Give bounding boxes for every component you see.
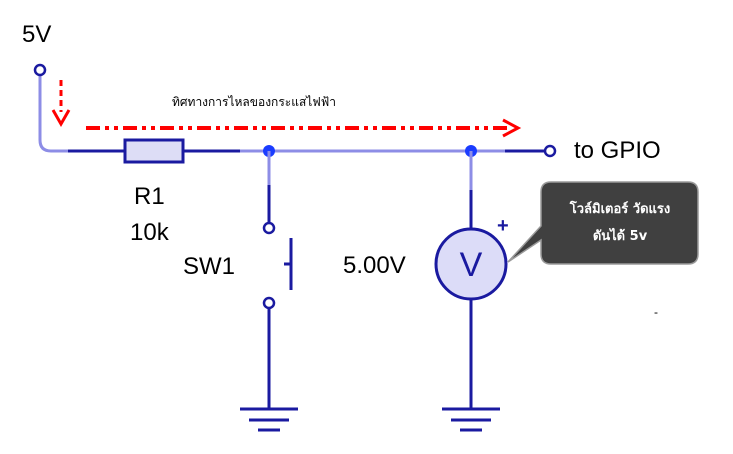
current-down-arrow: [51, 80, 71, 128]
output-label: to GPIO: [574, 137, 661, 164]
resistor-r1: [123, 138, 185, 164]
resistor-value-label: 10k: [130, 219, 170, 246]
switch-contact-bottom: [262, 296, 276, 310]
supply-label: 5V: [22, 21, 51, 48]
voltmeter-reading-label: 5.00V: [343, 252, 406, 279]
stray-dash-mark: -: [654, 305, 658, 319]
ground-symbol-voltmeter: [442, 407, 500, 432]
switch-actuator: [284, 238, 293, 290]
output-terminal: [543, 144, 557, 158]
callout-line-1: โวล์มิเตอร์ วัดแรง: [569, 200, 670, 217]
voltmeter-callout: [507, 181, 699, 265]
supply-terminal: [33, 63, 47, 77]
switch-contact-top: [262, 221, 276, 235]
resistor-name-label: R1: [134, 183, 165, 210]
voltmeter-polarity-label: +: [497, 215, 509, 237]
current-direction-label: ทิศทางการไหลของกระแสไฟฟ้า: [172, 95, 336, 109]
voltmeter-symbol: V: [460, 246, 483, 284]
supply-lead: [38, 76, 68, 153]
current-direction-arrow: [86, 118, 522, 138]
callout-line-2: ดันได้ 5v: [593, 227, 648, 244]
switch-label: SW1: [183, 253, 235, 280]
ground-symbol-switch: [240, 407, 298, 432]
